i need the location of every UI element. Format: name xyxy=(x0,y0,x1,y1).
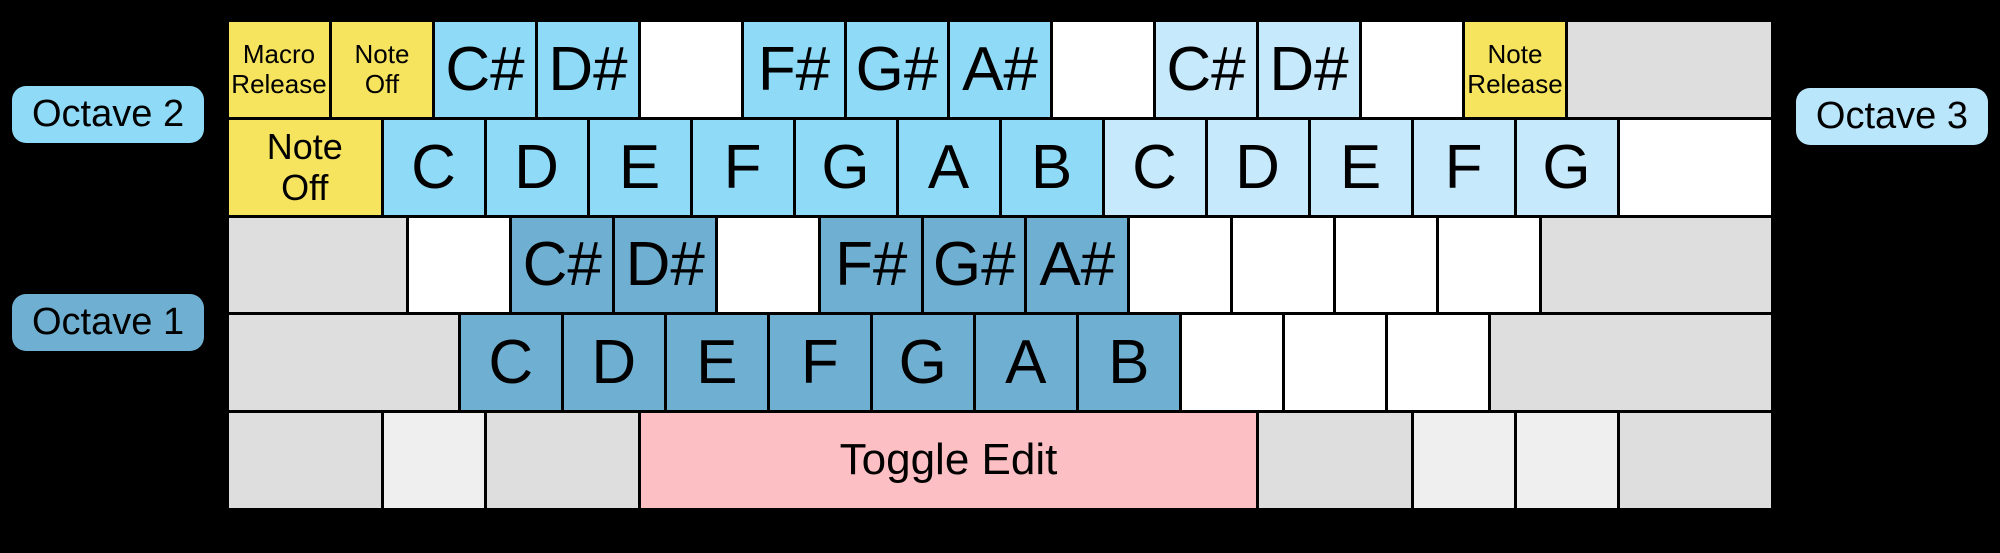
key-unmapped xyxy=(718,217,819,313)
key-unmapped xyxy=(229,315,458,411)
key-b: B xyxy=(1001,119,1102,215)
key-label-line: Note xyxy=(1487,38,1543,69)
key-d: D xyxy=(486,119,587,215)
key-unmapped xyxy=(1542,217,1771,313)
key-unmapped xyxy=(383,413,484,508)
keyboard-row-home: C#D# F#G#A# xyxy=(229,217,1771,313)
key-b: B xyxy=(1078,315,1179,411)
key-d-sharp: D# xyxy=(1259,22,1359,117)
octave-2-label: Octave 2 xyxy=(12,86,205,143)
key-g-sharp: G# xyxy=(847,22,947,117)
key-label-line: Off xyxy=(364,69,400,100)
key-unmapped xyxy=(1413,413,1514,508)
key-f: F xyxy=(1413,119,1514,215)
key-f: F xyxy=(692,119,793,215)
key-a: A xyxy=(975,315,1076,411)
key-d: D xyxy=(563,315,664,411)
key-unmapped xyxy=(1490,315,1771,411)
key-unmapped xyxy=(409,217,510,313)
key-unmapped xyxy=(1568,22,1771,117)
key-label-line: Release xyxy=(1467,69,1563,100)
key-unmapped xyxy=(1336,217,1437,313)
key-unmapped xyxy=(1439,217,1540,313)
key-unmapped xyxy=(229,413,381,508)
key-unmapped xyxy=(1284,315,1385,411)
key-unmapped xyxy=(1619,413,1771,508)
key-toggle-edit: Toggle Edit xyxy=(641,413,1256,508)
key-c-sharp: C# xyxy=(435,22,535,117)
key-e: E xyxy=(1310,119,1411,215)
key-a: A xyxy=(898,119,999,215)
key-a-sharp: A# xyxy=(1027,217,1128,313)
key-g: G xyxy=(795,119,896,215)
key-label-line: Macro xyxy=(242,38,316,69)
key-unmapped xyxy=(1053,22,1153,117)
key-label-line: Release xyxy=(231,69,327,100)
keyboard-row-bottom: Toggle Edit xyxy=(229,413,1771,508)
key-unmapped xyxy=(1619,119,1771,215)
key-unmapped xyxy=(486,413,638,508)
key-c-sharp: C# xyxy=(512,217,613,313)
key-e: E xyxy=(589,119,690,215)
key-c: C xyxy=(1104,119,1205,215)
key-g: G xyxy=(872,315,973,411)
key-d-sharp: D# xyxy=(538,22,638,117)
key-f: F xyxy=(769,315,870,411)
key-f-sharp: F# xyxy=(821,217,922,313)
key-label-line: Off xyxy=(281,167,329,209)
key-unmapped xyxy=(1181,315,1282,411)
key-unmapped xyxy=(1130,217,1231,313)
key-f-sharp: F# xyxy=(744,22,844,117)
key-unmapped xyxy=(1387,315,1488,411)
key-e: E xyxy=(666,315,767,411)
key-unmapped xyxy=(1233,217,1334,313)
key-label-line: Note xyxy=(354,38,410,69)
key-a-sharp: A# xyxy=(950,22,1050,117)
key-unmapped xyxy=(1516,413,1617,508)
key-unmapped xyxy=(1362,22,1462,117)
key-c: C xyxy=(460,315,561,411)
key-g-sharp: G# xyxy=(924,217,1025,313)
key-label-line: Note xyxy=(266,125,343,167)
key-unmapped xyxy=(641,22,741,117)
key-d: D xyxy=(1207,119,1308,215)
key-unmapped xyxy=(1259,413,1411,508)
octave-3-label: Octave 3 xyxy=(1795,88,1988,145)
key-c-sharp: C# xyxy=(1156,22,1256,117)
key-g: G xyxy=(1516,119,1617,215)
octave-1-label: Octave 1 xyxy=(12,294,205,351)
key-d-sharp: D# xyxy=(615,217,716,313)
key-c: C xyxy=(383,119,484,215)
key-unmapped xyxy=(229,217,407,313)
